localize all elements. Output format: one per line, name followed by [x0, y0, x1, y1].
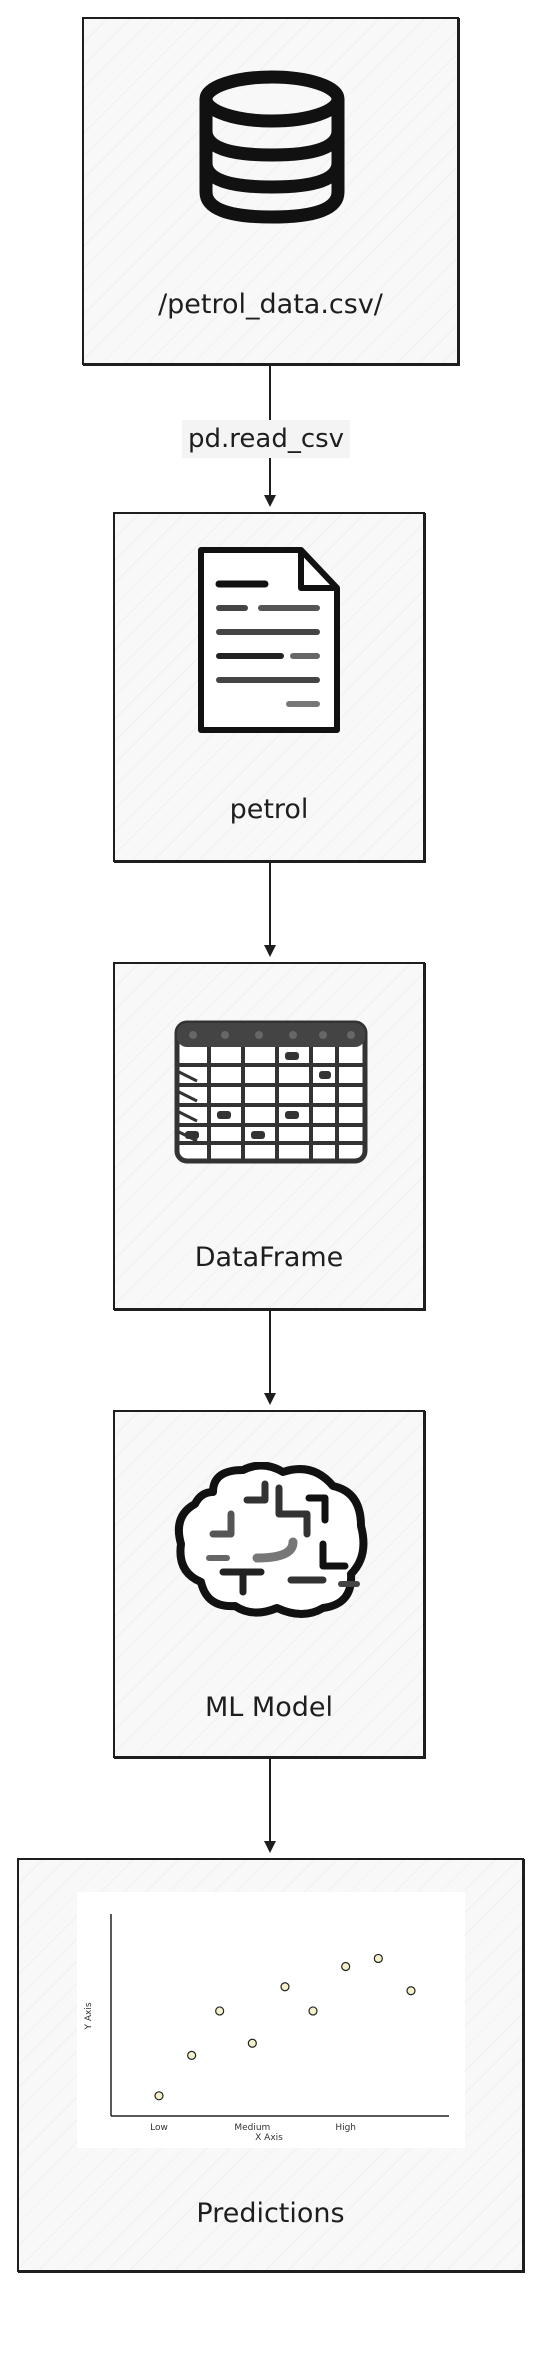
scatter-point: [406, 1986, 416, 1996]
x-tick-label: Low: [150, 2123, 168, 2133]
scatter-point: [341, 1961, 351, 1972]
scatter-point: [308, 2006, 318, 2016]
scatter-plot: Low Medium High X Axis Y Axis: [84, 1914, 449, 2143]
scatter-point: [187, 2050, 197, 2060]
scatter-plot-icon: Low Medium High X Axis Y Axis: [77, 1892, 465, 2148]
scatter-points: [154, 1953, 416, 2101]
scatter-point: [154, 2091, 164, 2101]
table-icon: [174, 1020, 368, 1164]
scatter-point: [215, 2006, 225, 2016]
node-dataframe[interactable]: DataFrame: [113, 962, 425, 1310]
node-label-model: ML Model: [205, 1692, 333, 1723]
edge-label-read-csv: pd.read_csv: [182, 420, 351, 458]
x-tick-label: Medium: [234, 2123, 270, 2133]
node-petrol[interactable]: petrol: [113, 512, 425, 862]
node-label-source: /petrol_data.csv/: [158, 289, 383, 320]
node-label-dataframe: DataFrame: [194, 1242, 344, 1273]
x-axis-label: X Axis: [255, 2133, 283, 2143]
scatter-point: [280, 1982, 290, 1992]
x-tick-label: High: [335, 2123, 356, 2133]
y-axis-label: Y Axis: [84, 2002, 94, 2030]
node-label-petrol: petrol: [229, 794, 309, 825]
scatter-point: [373, 1953, 383, 1964]
database-icon: [199, 70, 345, 224]
node-label-predictions: Predictions: [196, 2198, 345, 2229]
node-predictions[interactable]: Low Medium High X Axis Y Axis Predictions: [17, 1858, 524, 2272]
node-source-csv[interactable]: /petrol_data.csv/: [82, 17, 459, 365]
brain-icon: [174, 1462, 368, 1618]
x-tick-labels: Low Medium High: [150, 2123, 356, 2133]
node-ml-model[interactable]: ML Model: [113, 1410, 425, 1758]
document-icon: [198, 547, 340, 733]
scatter-point: [247, 2038, 257, 2048]
